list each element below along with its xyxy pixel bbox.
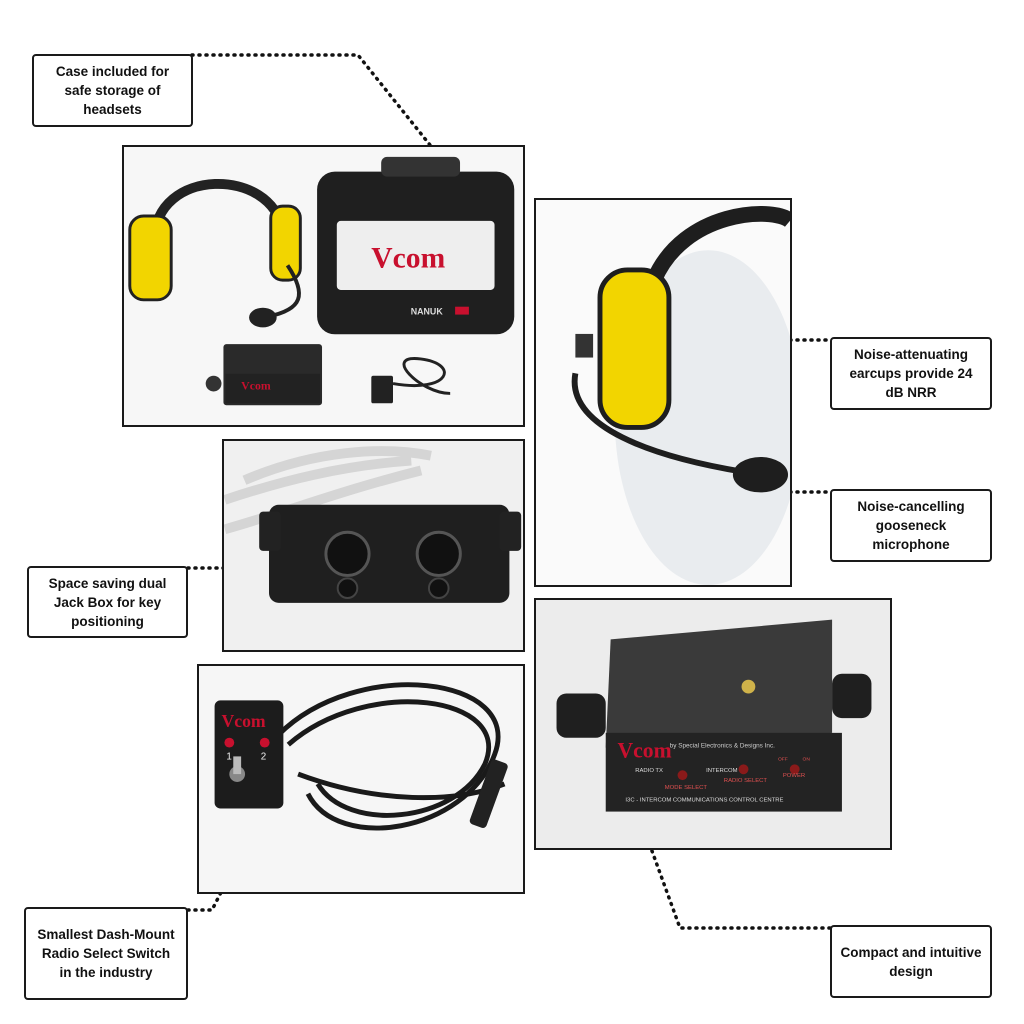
headset-mic xyxy=(249,307,277,328)
jackbox-illustration xyxy=(224,446,522,603)
case-brand-logo: Vcom xyxy=(371,242,445,274)
callout-compact-text: Compact and intuitive design xyxy=(840,944,982,979)
kit-illustration: Vcom NANUK Vcom xyxy=(128,156,515,406)
callout-compact: Compact and intuitive design xyxy=(830,925,992,998)
control-centre-illustration: Vcom by Special Electronics & Designs In… xyxy=(556,619,872,812)
svg-text:1: 1 xyxy=(226,751,231,762)
control-centre-front xyxy=(605,732,842,812)
control-maker: by Special Electronics & Designs Inc. xyxy=(670,743,775,750)
callout-dashmount: Smallest Dash-Mount Radio Select Switch … xyxy=(24,907,188,1000)
callout-microphone-text: Noise-cancelling gooseneck microphone xyxy=(857,499,965,552)
svg-text:Vcom: Vcom xyxy=(241,379,271,393)
headset-illustration xyxy=(571,206,790,585)
svg-text:ON: ON xyxy=(803,756,811,762)
photo-jack-box xyxy=(222,439,525,652)
headset-earcup-left xyxy=(128,214,173,302)
control-brand-logo: Vcom xyxy=(618,738,672,762)
jack-connector-right xyxy=(415,530,462,577)
dash-switch-plate xyxy=(214,700,284,809)
dash-switch-illustration: Vcom 1 2 xyxy=(214,682,508,831)
svg-text:I3C - INTERCOM COMMUNICATIONS: I3C - INTERCOM COMMUNICATIONS CONTROL CE… xyxy=(625,798,783,804)
svg-text:POWER: POWER xyxy=(783,773,805,779)
svg-text:MODE SELECT: MODE SELECT xyxy=(665,785,708,791)
case-maker-logo: NANUK xyxy=(411,307,444,317)
gooseneck-mic xyxy=(732,456,789,493)
callout-jackbox-text: Space saving dual Jack Box for key posit… xyxy=(48,575,167,629)
callout-dashmount-text: Smallest Dash-Mount Radio Select Switch … xyxy=(37,927,175,980)
callout-earcups-text: Noise-attenuating earcups provide 24 dB … xyxy=(849,347,973,400)
svg-text:RADIO TX: RADIO TX xyxy=(635,768,663,774)
jack-connector-left xyxy=(324,530,371,577)
callout-case-text: Case included for safe storage of headse… xyxy=(55,64,170,117)
photo-headset-mannequin xyxy=(534,198,792,587)
jack-box-body xyxy=(269,504,510,603)
callout-earcups: Noise-attenuating earcups provide 24 dB … xyxy=(830,337,992,410)
callout-microphone: Noise-cancelling gooseneck microphone xyxy=(830,489,992,562)
callout-jackbox: Space saving dual Jack Box for key posit… xyxy=(27,566,188,638)
photo-dash-switch: Vcom 1 2 xyxy=(197,664,525,894)
svg-text:RADIO SELECT: RADIO SELECT xyxy=(724,778,768,784)
dash-switch-small xyxy=(371,375,393,404)
headset-earcup-right xyxy=(269,204,302,282)
svg-text:2: 2 xyxy=(261,751,266,762)
svg-text:OFF: OFF xyxy=(778,756,788,762)
photo-control-centre: Vcom by Special Electronics & Designs In… xyxy=(534,598,892,850)
photo-kit-overview: Vcom NANUK Vcom xyxy=(122,145,525,427)
svg-text:Vcom: Vcom xyxy=(221,711,265,731)
svg-text:INTERCOM: INTERCOM xyxy=(706,768,738,774)
callout-case: Case included for safe storage of headse… xyxy=(32,54,193,127)
earcup-yellow xyxy=(597,267,672,430)
